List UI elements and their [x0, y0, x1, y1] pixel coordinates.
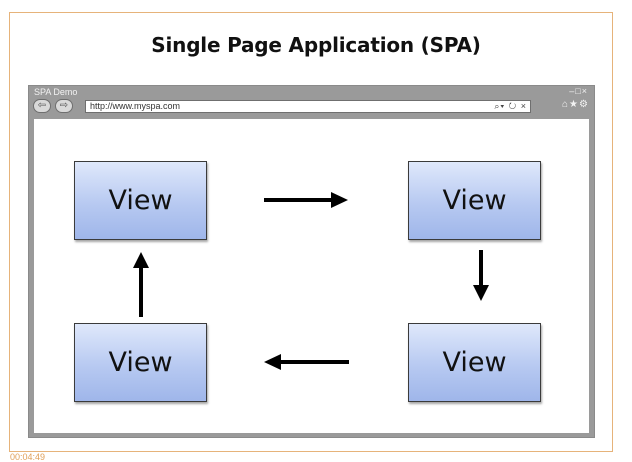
home-favorites-settings-icons[interactable]: ⌂★⚙ [562, 99, 589, 110]
forward-arrow-icon: ⇨ [59, 100, 69, 111]
back-button[interactable]: ⇦ [33, 99, 51, 113]
address-tools-icons[interactable]: ⌕▾ ↻ × [494, 101, 527, 111]
view-label: View [108, 185, 173, 216]
arrow-left [264, 354, 349, 370]
video-timestamp: 00:04:49 [10, 452, 46, 462]
arrow-right [264, 192, 348, 208]
view-box-bottom-right: View [408, 323, 541, 402]
arrow-down [473, 250, 489, 301]
view-label: View [442, 185, 507, 216]
arrow-up [133, 252, 149, 317]
browser-window: SPA Demo –□× ⇦ ⇨ http://www.myspa.com ⌕▾… [28, 85, 595, 438]
browser-caption: SPA Demo [34, 87, 78, 97]
view-box-top-right: View [408, 161, 541, 240]
view-box-bottom-left: View [74, 323, 207, 402]
view-label: View [108, 347, 173, 378]
window-controls[interactable]: –□× [569, 86, 588, 96]
address-bar[interactable]: http://www.myspa.com ⌕▾ ↻ × [85, 100, 531, 113]
back-arrow-icon: ⇦ [37, 100, 47, 111]
flow-arrows [133, 192, 489, 370]
forward-button[interactable]: ⇨ [55, 99, 73, 113]
address-url[interactable]: http://www.myspa.com [90, 101, 181, 111]
browser-viewport: View View View View [34, 119, 589, 433]
slide-title: Single Page Application (SPA) [151, 33, 481, 57]
view-label: View [442, 347, 507, 378]
view-box-top-left: View [74, 161, 207, 240]
